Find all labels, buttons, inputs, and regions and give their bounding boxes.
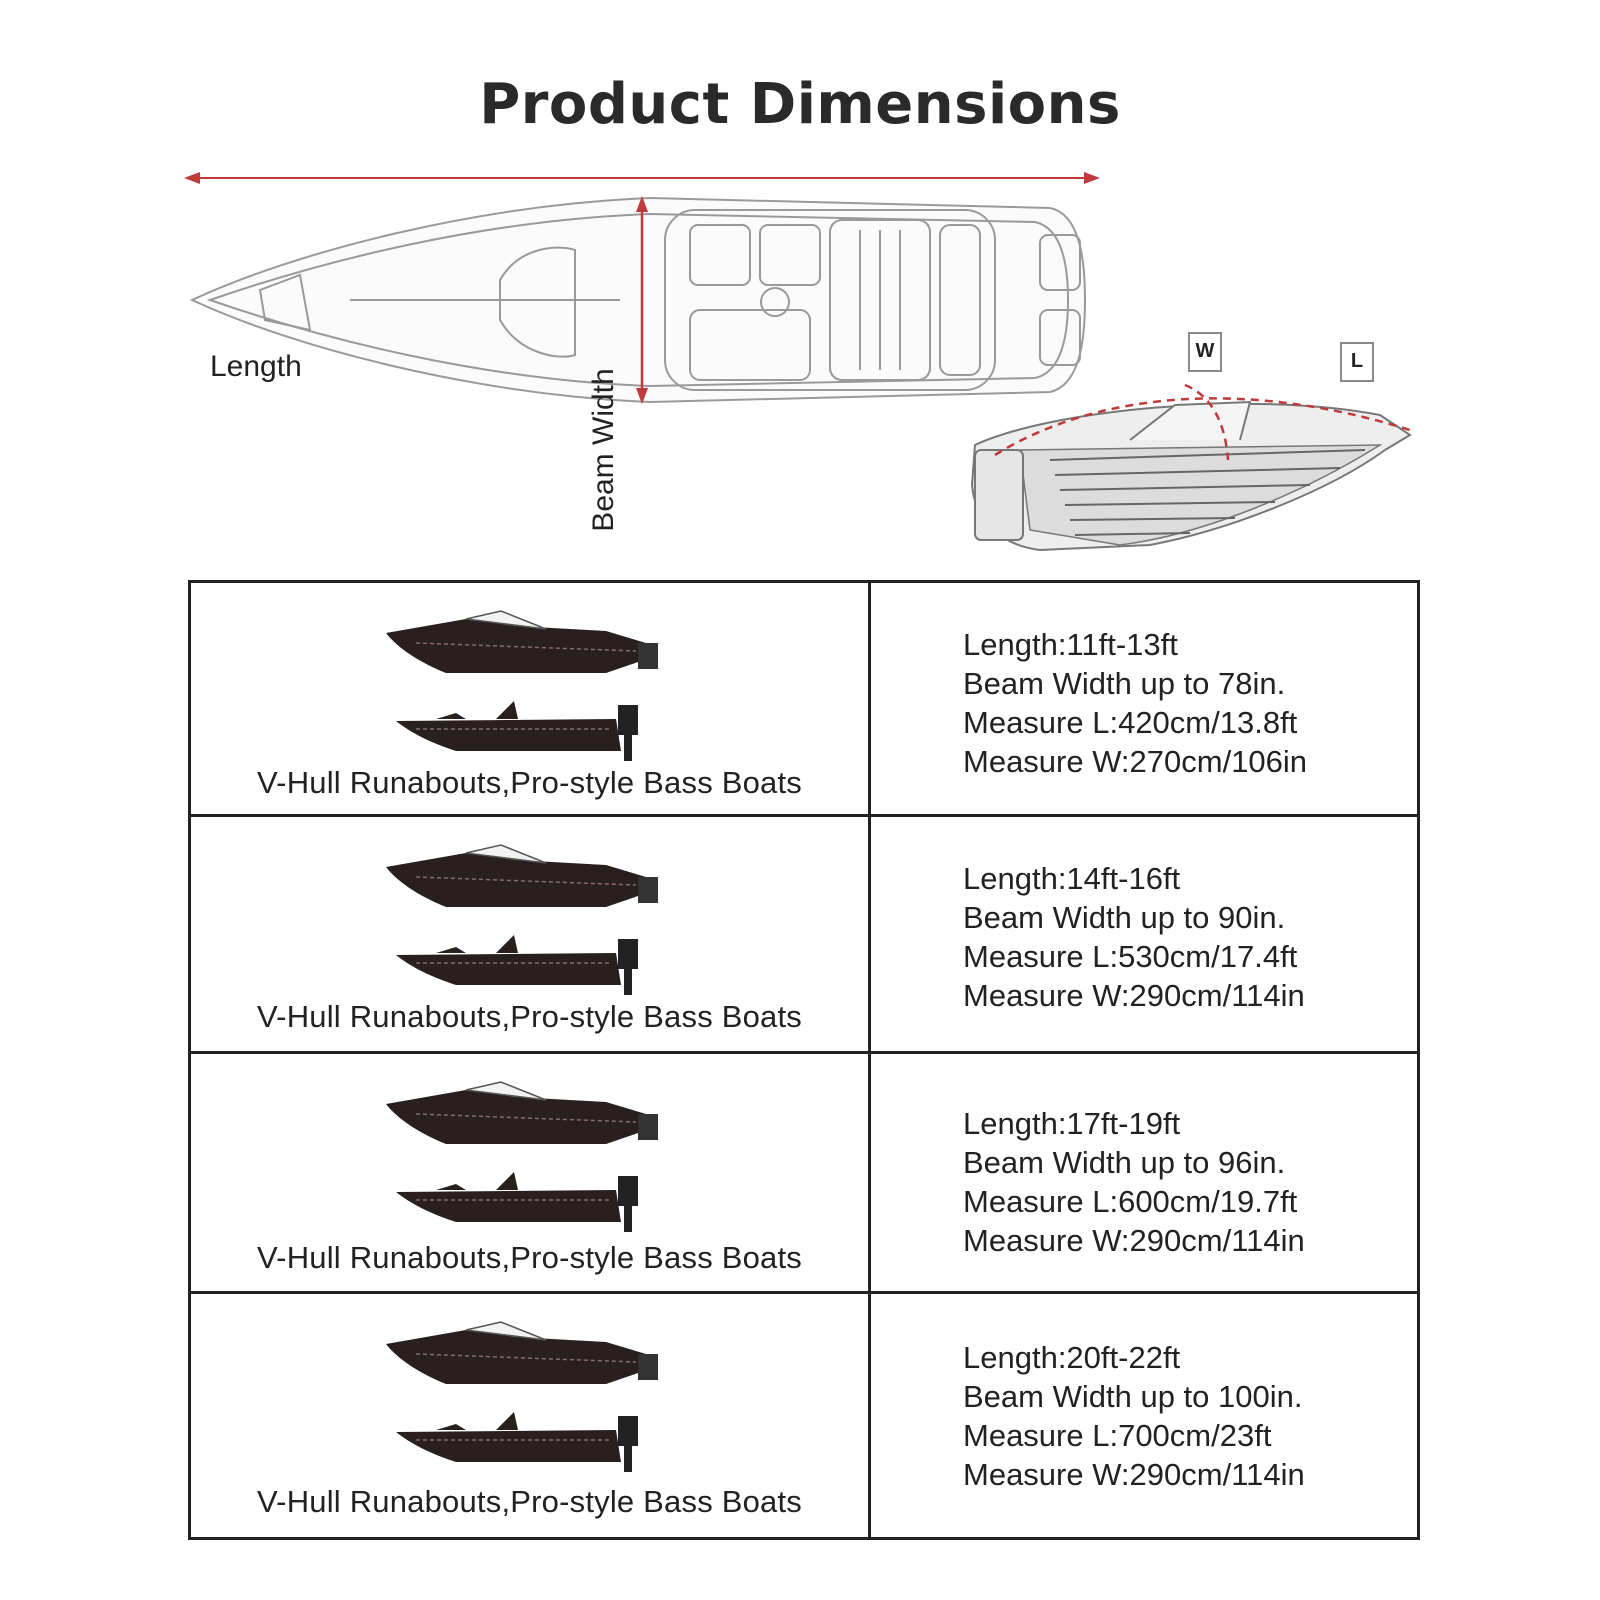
spec-beam: Beam Width up to 90in. xyxy=(963,900,1286,935)
boat-silhouettes-icon xyxy=(386,610,658,761)
length-label: Length xyxy=(210,350,302,383)
spec-measure-w: Measure W:290cm/114in xyxy=(963,1457,1305,1492)
bass-boat-icon xyxy=(396,701,638,761)
table-row: V-Hull Runabouts,Pro-style Bass Boats Le… xyxy=(191,1051,1417,1291)
spec-length: Length:17ft-19ft xyxy=(963,1106,1181,1141)
diagram-drawing xyxy=(184,172,1412,552)
size-table: V-Hull Runabouts,Pro-style Bass Boats Le… xyxy=(188,580,1420,1540)
spec-measure-l: Measure L:700cm/23ft xyxy=(963,1418,1272,1453)
runabout-boat-icon xyxy=(386,1321,658,1384)
boat-type-caption: V-Hull Runabouts,Pro-style Bass Boats xyxy=(257,1484,802,1519)
boat-type-cell: V-Hull Runabouts,Pro-style Bass Boats xyxy=(191,583,868,814)
spec-measure-l: Measure L:600cm/19.7ft xyxy=(963,1184,1298,1219)
spec-length: Length:11ft-13ft xyxy=(963,627,1178,662)
length-arrow xyxy=(184,172,1100,184)
beam-width-label: Beam Width xyxy=(587,368,620,532)
column-divider xyxy=(868,583,871,1537)
l-measure-tag: L xyxy=(1340,342,1374,382)
spec-list: Length:20ft-22ft Beam Width up to 100in.… xyxy=(963,1338,1305,1494)
spec-cell: Length:20ft-22ft Beam Width up to 100in.… xyxy=(871,1294,1417,1537)
spec-cell: Length:17ft-19ft Beam Width up to 96in. … xyxy=(871,1054,1417,1291)
spec-beam: Beam Width up to 78in. xyxy=(963,666,1286,701)
boat-type-caption: V-Hull Runabouts,Pro-style Bass Boats xyxy=(257,1240,802,1275)
spec-measure-w: Measure W:290cm/114in xyxy=(963,1223,1305,1258)
bass-boat-icon xyxy=(396,1412,638,1472)
spec-measure-w: Measure W:270cm/106in xyxy=(963,744,1308,779)
boat-type-cell: V-Hull Runabouts,Pro-style Bass Boats xyxy=(191,1294,868,1537)
spec-measure-l: Measure L:420cm/13.8ft xyxy=(963,705,1298,740)
beam-arrow xyxy=(636,196,648,404)
boat-silhouettes-icon xyxy=(386,1321,658,1472)
boat-silhouettes-icon xyxy=(386,1081,658,1232)
bass-boat-icon xyxy=(396,935,638,995)
table-row: V-Hull Runabouts,Pro-style Bass Boats Le… xyxy=(191,814,1417,1051)
page-title: Product Dimensions xyxy=(479,72,1121,137)
spec-measure-l: Measure L:530cm/17.4ft xyxy=(963,939,1298,974)
boat-type-cell: V-Hull Runabouts,Pro-style Bass Boats xyxy=(191,817,868,1051)
runabout-boat-icon xyxy=(386,1081,658,1144)
spec-list: Length:17ft-19ft Beam Width up to 96in. … xyxy=(963,1104,1305,1260)
spec-beam: Beam Width up to 96in. xyxy=(963,1145,1286,1180)
spec-length: Length:20ft-22ft xyxy=(963,1340,1181,1375)
spec-length: Length:14ft-16ft xyxy=(963,861,1181,896)
spec-beam: Beam Width up to 100in. xyxy=(963,1379,1303,1414)
runabout-boat-icon xyxy=(386,610,658,673)
boat-type-caption: V-Hull Runabouts,Pro-style Bass Boats xyxy=(257,999,802,1034)
boat-dimension-diagram: Length Beam Width W L xyxy=(0,150,1600,570)
spec-measure-w: Measure W:290cm/114in xyxy=(963,978,1305,1013)
perspective-boat-icon xyxy=(970,383,1412,552)
boat-silhouettes-icon xyxy=(386,844,658,995)
bass-boat-icon xyxy=(396,1172,638,1232)
top-view-boat-icon xyxy=(189,196,1087,404)
boat-type-caption: V-Hull Runabouts,Pro-style Bass Boats xyxy=(257,765,802,800)
boat-type-cell: V-Hull Runabouts,Pro-style Bass Boats xyxy=(191,1054,868,1291)
table-row: V-Hull Runabouts,Pro-style Bass Boats Le… xyxy=(191,583,1417,814)
table-row: V-Hull Runabouts,Pro-style Bass Boats Le… xyxy=(191,1291,1417,1537)
spec-cell: Length:11ft-13ft Beam Width up to 78in. … xyxy=(871,583,1417,814)
runabout-boat-icon xyxy=(386,844,658,907)
spec-list: Length:14ft-16ft Beam Width up to 90in. … xyxy=(963,859,1305,1015)
w-measure-tag: W xyxy=(1188,332,1222,372)
spec-list: Length:11ft-13ft Beam Width up to 78in. … xyxy=(963,625,1307,781)
spec-cell: Length:14ft-16ft Beam Width up to 90in. … xyxy=(871,817,1417,1051)
